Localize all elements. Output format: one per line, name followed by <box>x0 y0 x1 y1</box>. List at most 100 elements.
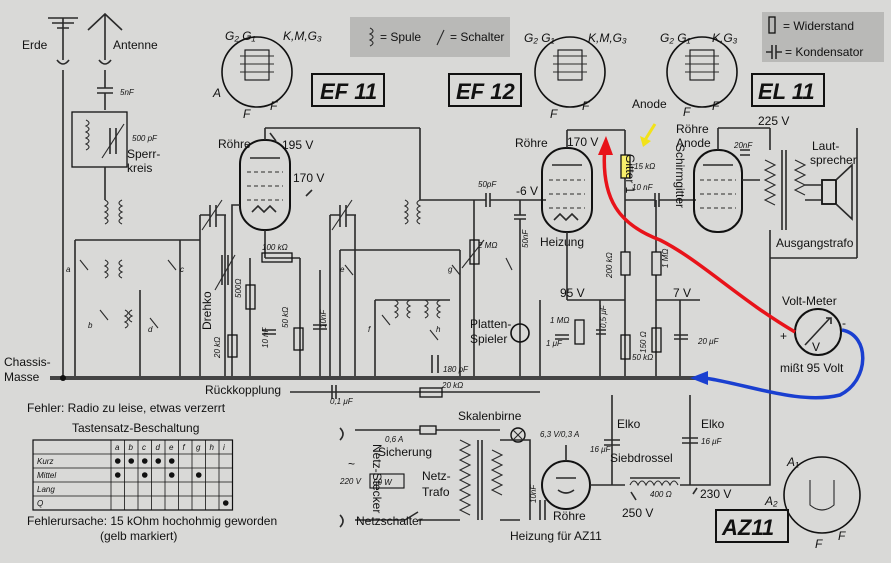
cap-180pf-label: 180 pF <box>443 365 469 374</box>
svg-text:F: F <box>838 529 846 543</box>
lamp-rating-label: 6,3 V/0,3 A <box>540 430 579 439</box>
switch-table-column-header: d <box>156 443 161 452</box>
voltage-220v: 220 V <box>339 477 362 486</box>
tube-el11-symbol <box>693 127 770 233</box>
resistor-150ohm-label: 150 Ω <box>639 331 648 353</box>
svg-text:f: f <box>368 325 371 334</box>
voltage-170v-ef12: 170 V <box>567 135 598 149</box>
switch-table-dot <box>168 472 175 478</box>
label-erde: Erde <box>22 38 48 52</box>
resistor-2m-label: 2 MΩ <box>477 241 497 250</box>
svg-text:G₂ G₁: G₂ G₁ <box>660 31 691 45</box>
resistor-200k-label: 200 kΩ <box>605 252 614 279</box>
label-roehre-ef12: Röhre <box>515 136 548 150</box>
rectifier-az11-symbol <box>541 445 612 510</box>
resistor-1m-a-label: 1 MΩ <box>550 316 569 325</box>
resistor-50k-a-label: 50 kΩ <box>281 307 290 328</box>
voltage-225v: 225 V <box>758 114 789 128</box>
svg-text:F: F <box>815 537 823 551</box>
tube-base-ef12: G₂ G₁ K,M,G₃ F F <box>524 31 627 121</box>
resistor-20k-a <box>227 334 238 358</box>
switch-table-column-header: a <box>115 443 120 452</box>
label-roehre-ef11: Röhre <box>218 137 251 151</box>
legend-coil-switch: = Spule = Schalter <box>350 17 510 57</box>
switch-table-dot <box>141 458 148 464</box>
cap-16uf-a-label: 16 μF <box>590 445 612 454</box>
earth-symbol-icon <box>48 17 78 65</box>
svg-text:-: - <box>842 316 846 330</box>
label-chassis-2: Masse <box>4 370 40 384</box>
label-lautsprecher-1: Laut- <box>812 139 839 153</box>
label-anode-el11: Anode <box>676 136 711 150</box>
speaker-icon <box>805 163 853 221</box>
resistor-2m <box>469 239 480 265</box>
svg-text:b: b <box>88 321 93 330</box>
voltmeter-instrument: V <box>794 308 842 356</box>
cap-10nf-b-label: 10nF <box>319 309 328 328</box>
tube-ef11-symbol <box>239 127 420 231</box>
red-probe-arrow-icon <box>598 136 613 155</box>
resistor-20k-a-label: 20 kΩ <box>213 337 222 359</box>
mains-transformer <box>458 439 531 521</box>
resistor-50k-b-label: 50 kΩ <box>632 353 653 362</box>
voltage-95v: 95 V <box>560 286 585 300</box>
label-drehko: Drehko <box>200 291 214 330</box>
tube-label-box-el11 <box>751 73 825 107</box>
switch-symbol-icon <box>436 29 445 46</box>
tube-label-box-ef11 <box>311 73 385 107</box>
svg-text:e: e <box>340 265 345 274</box>
tube-label-ef12: EF 12 <box>456 79 515 104</box>
resistor-20k-b <box>419 387 443 398</box>
svg-text:a: a <box>66 265 71 274</box>
label-anode-ef12: Anode <box>632 97 667 111</box>
tube-base-az11: A₁ A₂ F F <box>764 455 861 551</box>
switch-table-column-header: g <box>196 443 201 452</box>
resistor-20k-b-label: 20 kΩ <box>441 381 463 390</box>
label-heizung-az11: Heizung für AZ11 <box>510 529 602 543</box>
switch-table-column-header: i <box>223 443 225 452</box>
cap-1uf-label: 1 μF <box>546 339 563 348</box>
svg-text:c: c <box>180 265 184 274</box>
red-probe-lead <box>602 144 796 334</box>
svg-text:A: A <box>212 86 221 100</box>
switch-table-row-label: Mittel <box>37 471 56 480</box>
svg-text:G₂ G₁: G₂ G₁ <box>225 29 256 43</box>
power-50w: 50 W <box>373 478 393 487</box>
sperrkreis-trap <box>71 111 128 168</box>
svg-text:F: F <box>270 99 278 113</box>
label-elko-1: Elko <box>617 417 641 431</box>
label-netzstecker: Netz-Stecker <box>370 444 384 513</box>
tube-label-az11: AZ11 <box>721 515 774 540</box>
error-cause-line-1: Fehlerursache: 15 kOhm hochohmig geworde… <box>27 514 277 528</box>
switch-table-row-label: Kurz <box>37 457 53 466</box>
resistor-500ohm-label: 500Ω <box>234 279 243 298</box>
error-cause-line-2: (gelb markiert) <box>100 529 177 543</box>
voltage-250v: 250 V <box>622 506 653 520</box>
tube-label-box-ef12 <box>448 73 522 107</box>
svg-text:F: F <box>582 99 590 113</box>
voltage-neg6v: -6 V <box>516 184 538 198</box>
resistor-150ohm <box>651 327 662 353</box>
resistor-200k <box>620 251 631 276</box>
cap-10nf-a-label: 10 nF <box>261 326 270 348</box>
svg-text:K,G₃: K,G₃ <box>712 31 738 45</box>
label-ausgangstrafo: Ausgangstrafo <box>776 236 854 250</box>
switch-table-column-header: e <box>169 443 174 452</box>
antenna-symbol-icon <box>87 12 123 65</box>
switch-table-dot <box>168 458 175 464</box>
resistor-symbol-icon <box>768 16 776 34</box>
label-heizung: Heizung <box>540 235 584 249</box>
switch-table-column-header: b <box>129 443 134 452</box>
tube-label-box-az11 <box>715 509 789 543</box>
resistor-100k <box>261 252 293 263</box>
cap-50nf-label: 50nF <box>521 229 530 248</box>
label-siebdrossel: Siebdrossel <box>610 451 673 465</box>
yellow-marker-arrow-icon <box>643 123 657 141</box>
svg-text:F: F <box>243 107 251 121</box>
voltage-7v: 7 V <box>673 286 691 300</box>
label-netztrafo-1: Netz- <box>422 469 451 483</box>
phono-input-icon <box>510 323 530 343</box>
voltage-230v: 230 V <box>700 487 731 501</box>
